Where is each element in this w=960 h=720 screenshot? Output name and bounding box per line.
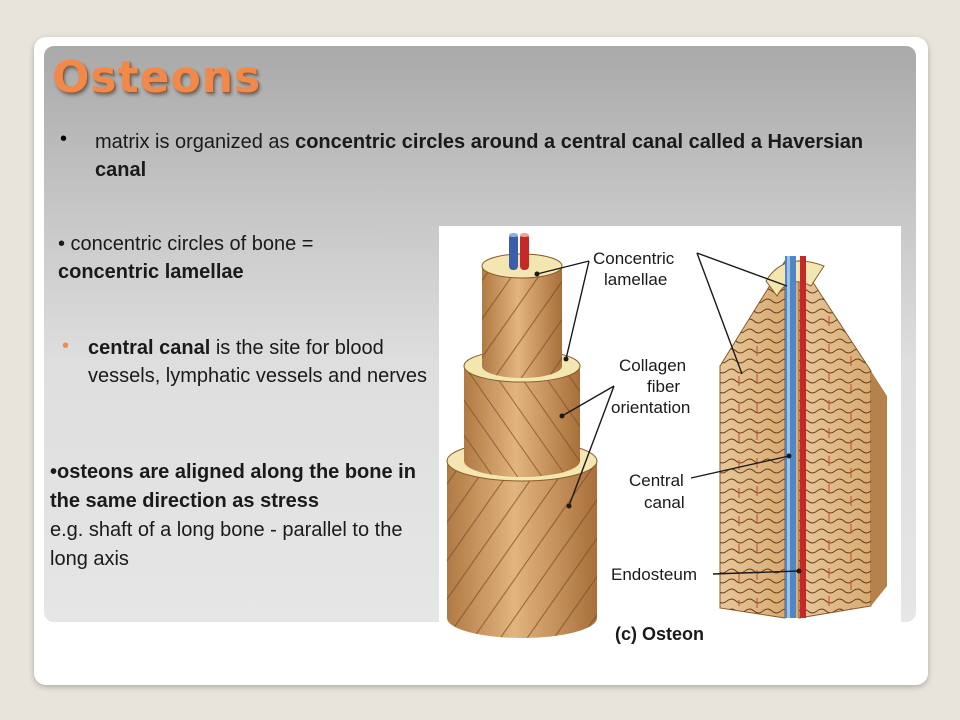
bullet-2: • concentric circles of bone = concentri…	[58, 230, 418, 286]
label-fiber: fiber	[647, 377, 680, 396]
label-central: Central	[629, 471, 684, 490]
bullet-3: central canal is the site for blood vess…	[88, 334, 440, 390]
osteon-figure: Concentric lamellae Collagen fiber orien…	[439, 226, 901, 646]
label-orientation: orientation	[611, 398, 690, 417]
bullet-2-bold: concentric lamellae	[58, 261, 244, 283]
bullet-4-plain: e.g. shaft of a long bone - parallel to …	[50, 519, 403, 570]
bullet-4-bold: •osteons are aligned along the bone in t…	[50, 461, 416, 512]
bullet-4: •osteons are aligned along the bone in t…	[50, 458, 435, 574]
bullet-3-plain: is the site for blood vessels, lymphatic…	[88, 337, 428, 387]
slide-title: Osteons	[52, 52, 262, 103]
osteon-vessels	[509, 233, 529, 270]
label-lamellae: lamellae	[604, 270, 667, 289]
label-concentric: Concentric	[593, 249, 675, 268]
osteon-cutaway	[719, 256, 887, 619]
bullet-1-marker: •	[60, 128, 68, 150]
bullet-1-bold: concentric circles around a central cana…	[95, 131, 864, 181]
label-collagen: Collagen	[619, 356, 686, 375]
figure-caption: (c) Osteon	[615, 624, 704, 644]
bullet-1: matrix is organized as concentric circle…	[95, 128, 885, 184]
osteon-illustration: Concentric lamellae Collagen fiber orien…	[446, 233, 887, 644]
bullet-2-plain: • concentric circles of bone =	[58, 233, 314, 255]
label-endosteum: Endosteum	[611, 565, 697, 584]
bullet-3-bold: central canal	[88, 337, 211, 359]
bullet-1-plain: matrix is organized as	[95, 131, 296, 153]
leader-lines	[536, 252, 800, 575]
leader-dots	[534, 271, 802, 574]
label-canal: canal	[644, 493, 685, 512]
osteon-tier-inner	[481, 253, 563, 378]
bullet-3-marker: •	[62, 335, 70, 357]
